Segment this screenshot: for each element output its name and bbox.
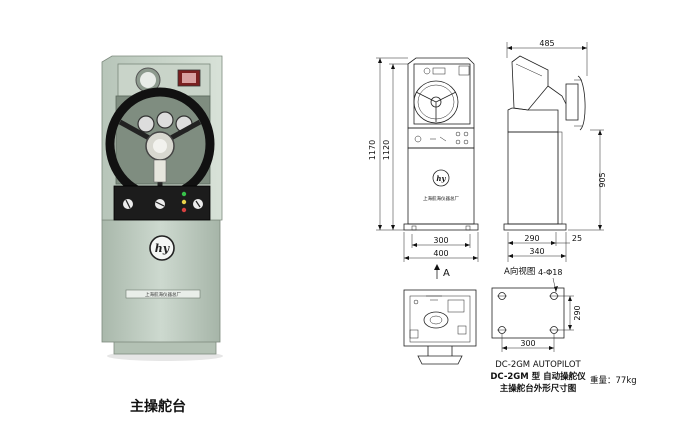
console-photo: hy 上海航海仪器总厂 [101, 55, 223, 361]
brand-logo-icon: hy [149, 235, 175, 261]
a-view: A向视图 4-Φ18 290 300 [491, 266, 582, 352]
svg-text:905: 905 [598, 172, 607, 187]
front-view: hy 上海航海仪器总厂 [403, 57, 479, 231]
front-view-logo-icon: hy [436, 174, 446, 183]
side-view [503, 55, 586, 231]
side-view-dimensions: 485 905 290 25 340 [506, 39, 607, 262]
title-drawing-name: 主操舵台外形尺寸图 [500, 383, 577, 394]
svg-text:300: 300 [433, 236, 448, 245]
svg-text:A: A [443, 268, 450, 279]
photo-caption: 主操舵台 [130, 399, 186, 415]
svg-text:1120: 1120 [382, 140, 391, 160]
svg-text:290: 290 [524, 234, 539, 243]
svg-text:400: 400 [433, 249, 448, 258]
svg-text:4-Φ18: 4-Φ18 [538, 268, 562, 277]
svg-text:290: 290 [573, 305, 582, 320]
svg-text:300: 300 [520, 339, 535, 348]
title-block: DC-2GM AUTOPILOT DC-2GM 型 自动操舵仪 主操舵台外形尺寸… [490, 360, 636, 394]
photo-nameplate: 上海航海仪器总厂 [145, 291, 181, 298]
title-model-cn: DC-2GM 型 自动操舵仪 [490, 371, 586, 382]
svg-text:25: 25 [572, 234, 582, 243]
front-view-dimensions: 1170 1120 300 400 [368, 57, 479, 262]
view-arrow-a: A [434, 264, 450, 279]
svg-text:A向视图: A向视图 [504, 266, 535, 277]
top-view [403, 289, 477, 365]
svg-text:340: 340 [529, 247, 544, 256]
weight-label: 重量：77kg [590, 375, 637, 386]
title-model-en: DC-2GM AUTOPILOT [495, 360, 581, 370]
svg-text:hy: hy [155, 242, 171, 255]
svg-text:485: 485 [539, 39, 554, 48]
svg-text:1170: 1170 [368, 140, 377, 160]
front-view-nameplate: 上海航海仪器总厂 [423, 195, 459, 202]
